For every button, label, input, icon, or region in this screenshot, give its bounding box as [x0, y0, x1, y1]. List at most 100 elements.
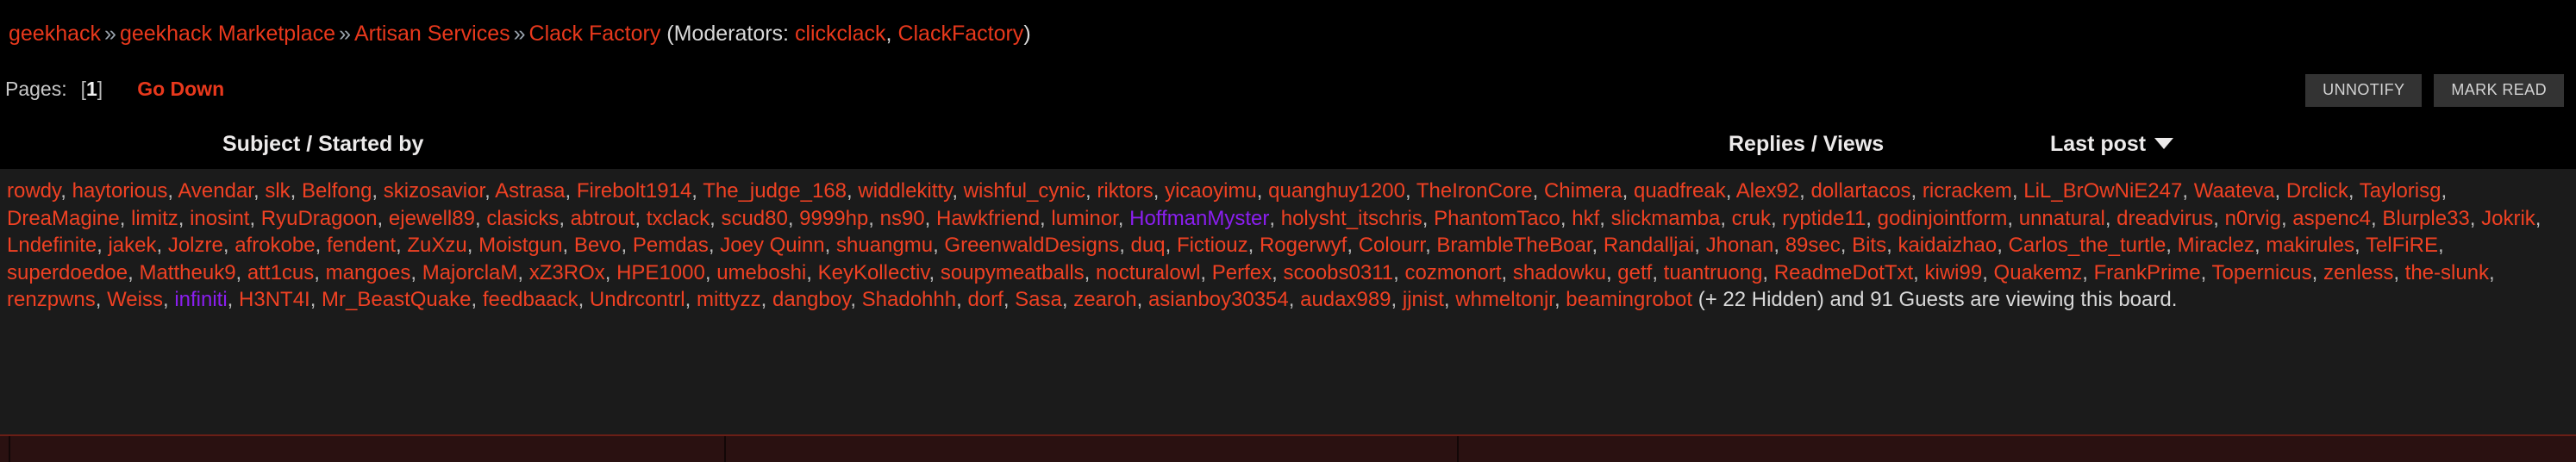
user-link-weiss[interactable]: Weiss	[107, 288, 163, 311]
user-link-scoobs0311[interactable]: scoobs0311	[1283, 260, 1394, 284]
user-link-aspenc4[interactable]: aspenc4	[2292, 206, 2372, 230]
user-link-miraclez[interactable]: Miraclez	[2177, 234, 2254, 257]
user-link-mittyzz[interactable]: mittyzz	[696, 288, 761, 311]
user-link-ns90[interactable]: ns90	[879, 206, 925, 230]
user-link-shadohhh[interactable]: Shadohhh	[861, 288, 957, 311]
user-link-wishful-cynic[interactable]: wishful_cynic	[963, 179, 1086, 203]
user-link-beamingrobot[interactable]: beamingrobot	[1566, 288, 1693, 311]
user-link-xz3rox[interactable]: xZ3ROx	[528, 260, 605, 284]
user-link-quadfreak[interactable]: quadfreak	[1633, 179, 1726, 203]
user-link-h3nt4i[interactable]: H3NT4I	[239, 288, 310, 311]
user-link-mattheuk9[interactable]: Mattheuk9	[139, 260, 236, 284]
user-link-quakemz[interactable]: Quakemz	[1993, 260, 2083, 284]
user-link-ejewell89[interactable]: ejewell89	[388, 206, 475, 230]
user-link-kaidaizhao[interactable]: kaidaizhao	[1898, 234, 1998, 257]
user-link-nocturalowl[interactable]: nocturalowl	[1096, 260, 1201, 284]
user-link-shadowku[interactable]: shadowku	[1512, 260, 1606, 284]
user-link-jokrik[interactable]: Jokrik	[2481, 206, 2535, 230]
user-link-umeboshi[interactable]: umeboshi	[716, 260, 807, 284]
user-link-txclack[interactable]: txclack	[646, 206, 710, 230]
user-link-undrcontrl[interactable]: Undrcontrl	[589, 288, 685, 311]
user-link-chimera[interactable]: Chimera	[1543, 179, 1623, 203]
user-link-shuangmu[interactable]: shuangmu	[836, 234, 934, 257]
user-link-riktors[interactable]: riktors	[1097, 179, 1154, 203]
user-link-jolzre[interactable]: Jolzre	[167, 234, 223, 257]
user-link-kiwi99[interactable]: kiwi99	[1924, 260, 1983, 284]
user-link-rowdy[interactable]: rowdy	[7, 179, 61, 203]
user-link-phantomtaco[interactable]: PhantomTaco	[1434, 206, 1560, 230]
user-link-brambletheboar[interactable]: BrambleTheBoar	[1436, 234, 1592, 257]
user-link-infiniti[interactable]: infiniti	[174, 288, 228, 311]
user-link-n0rvig[interactable]: n0rvig	[2224, 206, 2281, 230]
user-link-clasicks[interactable]: clasicks	[486, 206, 560, 230]
user-link-limitz[interactable]: limitz	[131, 206, 178, 230]
user-link-lndefinite[interactable]: Lndefinite	[7, 234, 97, 257]
user-link-belfong[interactable]: Belfong	[302, 179, 372, 203]
user-link-mr-beastquake[interactable]: Mr_BeastQuake	[322, 288, 472, 311]
user-link-hawkfriend[interactable]: Hawkfriend	[936, 206, 1041, 230]
user-link-ryptide11[interactable]: ryptide11	[1782, 206, 1866, 230]
user-link-joey-quinn[interactable]: Joey Quinn	[720, 234, 825, 257]
breadcrumb-link-artisan-services[interactable]: Artisan Services	[353, 21, 510, 46]
user-link-zenless[interactable]: zenless	[2323, 260, 2394, 284]
user-link-keykollectiv[interactable]: KeyKollectiv	[817, 260, 929, 284]
mark-read-button[interactable]: MARK READ	[2434, 74, 2564, 107]
user-link-makirules[interactable]: makirules	[2266, 234, 2355, 257]
user-link-jakek[interactable]: jakek	[108, 234, 157, 257]
unnotify-button[interactable]: UNNOTIFY	[2305, 74, 2423, 107]
user-link-tuantruong[interactable]: tuantruong	[1663, 260, 1763, 284]
user-link-hpe1000[interactable]: HPE1000	[616, 260, 705, 284]
user-link-jhonan[interactable]: Jhonan	[1705, 234, 1774, 257]
user-link-theironcore[interactable]: TheIronCore	[1416, 179, 1533, 203]
user-link-scud80[interactable]: scud80	[721, 206, 788, 230]
user-link-waateva[interactable]: Waateva	[2193, 179, 2275, 203]
breadcrumb-link-clack-factory[interactable]: Clack Factory	[528, 21, 661, 46]
user-link-avendar[interactable]: Avendar	[178, 179, 253, 203]
user-link-sasa[interactable]: Sasa	[1015, 288, 1062, 311]
user-link-greenwalddesigns[interactable]: GreenwaldDesigns	[944, 234, 1120, 257]
user-link-lil-brownie247[interactable]: LiL_BrOwNiE247	[2023, 179, 2183, 203]
user-link-89sec[interactable]: 89sec	[1785, 234, 1841, 257]
go-down-link[interactable]: Go Down	[137, 78, 225, 100]
user-link-godinjointform[interactable]: godinjointform	[1877, 206, 2008, 230]
user-link-bevo[interactable]: Bevo	[573, 234, 622, 257]
user-link-skizosavior[interactable]: skizosavior	[383, 179, 485, 203]
user-link-quanghuy1200[interactable]: quanghuy1200	[1268, 179, 1405, 203]
user-link-widdlekitty[interactable]: widdlekitty	[858, 179, 953, 203]
user-link-cozmonort[interactable]: cozmonort	[1404, 260, 1502, 284]
moderator-link-clickclack[interactable]: clickclack	[794, 21, 886, 46]
user-link-ryudragoon[interactable]: RyuDragoon	[260, 206, 378, 230]
user-link-dollartacos[interactable]: dollartacos	[1810, 179, 1911, 203]
user-link-luminor[interactable]: luminor	[1051, 206, 1118, 230]
user-link-majorclam[interactable]: MajorclaM	[422, 260, 518, 284]
user-link-audax989[interactable]: audax989	[1300, 288, 1391, 311]
breadcrumb-link-geekhack[interactable]: geekhack	[9, 21, 102, 46]
user-link-rogerwyf[interactable]: Rogerwyf	[1259, 234, 1347, 257]
user-link-pemdas[interactable]: Pemdas	[632, 234, 709, 257]
user-link-yicaoyimu[interactable]: yicaoyimu	[1165, 179, 1257, 203]
user-link-inosint[interactable]: inosint	[190, 206, 250, 230]
user-link-soupymeatballs[interactable]: soupymeatballs	[940, 260, 1085, 284]
user-link-superdoedoe[interactable]: superdoedoe	[7, 260, 128, 284]
user-link-dangboy[interactable]: dangboy	[772, 288, 851, 311]
user-link-mangoes[interactable]: mangoes	[325, 260, 411, 284]
user-link-whmeltonjr[interactable]: whmeltonjr	[1455, 288, 1554, 311]
user-link-blurple33[interactable]: Blurple33	[2382, 206, 2470, 230]
user-link-topernicus[interactable]: Topernicus	[2211, 260, 2312, 284]
user-link-bits[interactable]: Bits	[1852, 234, 1887, 257]
user-link-jjnist[interactable]: jjnist	[1402, 288, 1444, 311]
user-link-alex92[interactable]: Alex92	[1735, 179, 1800, 203]
user-link-perfex[interactable]: Perfex	[1211, 260, 1272, 284]
user-link-abtrout[interactable]: abtrout	[570, 206, 635, 230]
user-link-renzpwns[interactable]: renzpwns	[7, 288, 96, 311]
user-link-getf[interactable]: getf	[1617, 260, 1653, 284]
user-link-taylorisg[interactable]: Taylorisg	[2359, 179, 2442, 203]
user-link-cruk[interactable]: cruk	[1731, 206, 1771, 230]
user-link-hkf[interactable]: hkf	[1572, 206, 1600, 230]
user-link-slk[interactable]: slk	[265, 179, 291, 203]
user-link-zuxzu[interactable]: ZuXzu	[407, 234, 467, 257]
user-link-feedbaack[interactable]: feedbaack	[482, 288, 578, 311]
user-link-dorf[interactable]: dorf	[967, 288, 1004, 311]
user-link-duq[interactable]: duq	[1130, 234, 1166, 257]
user-link-slickmamba[interactable]: slickmamba	[1610, 206, 1721, 230]
